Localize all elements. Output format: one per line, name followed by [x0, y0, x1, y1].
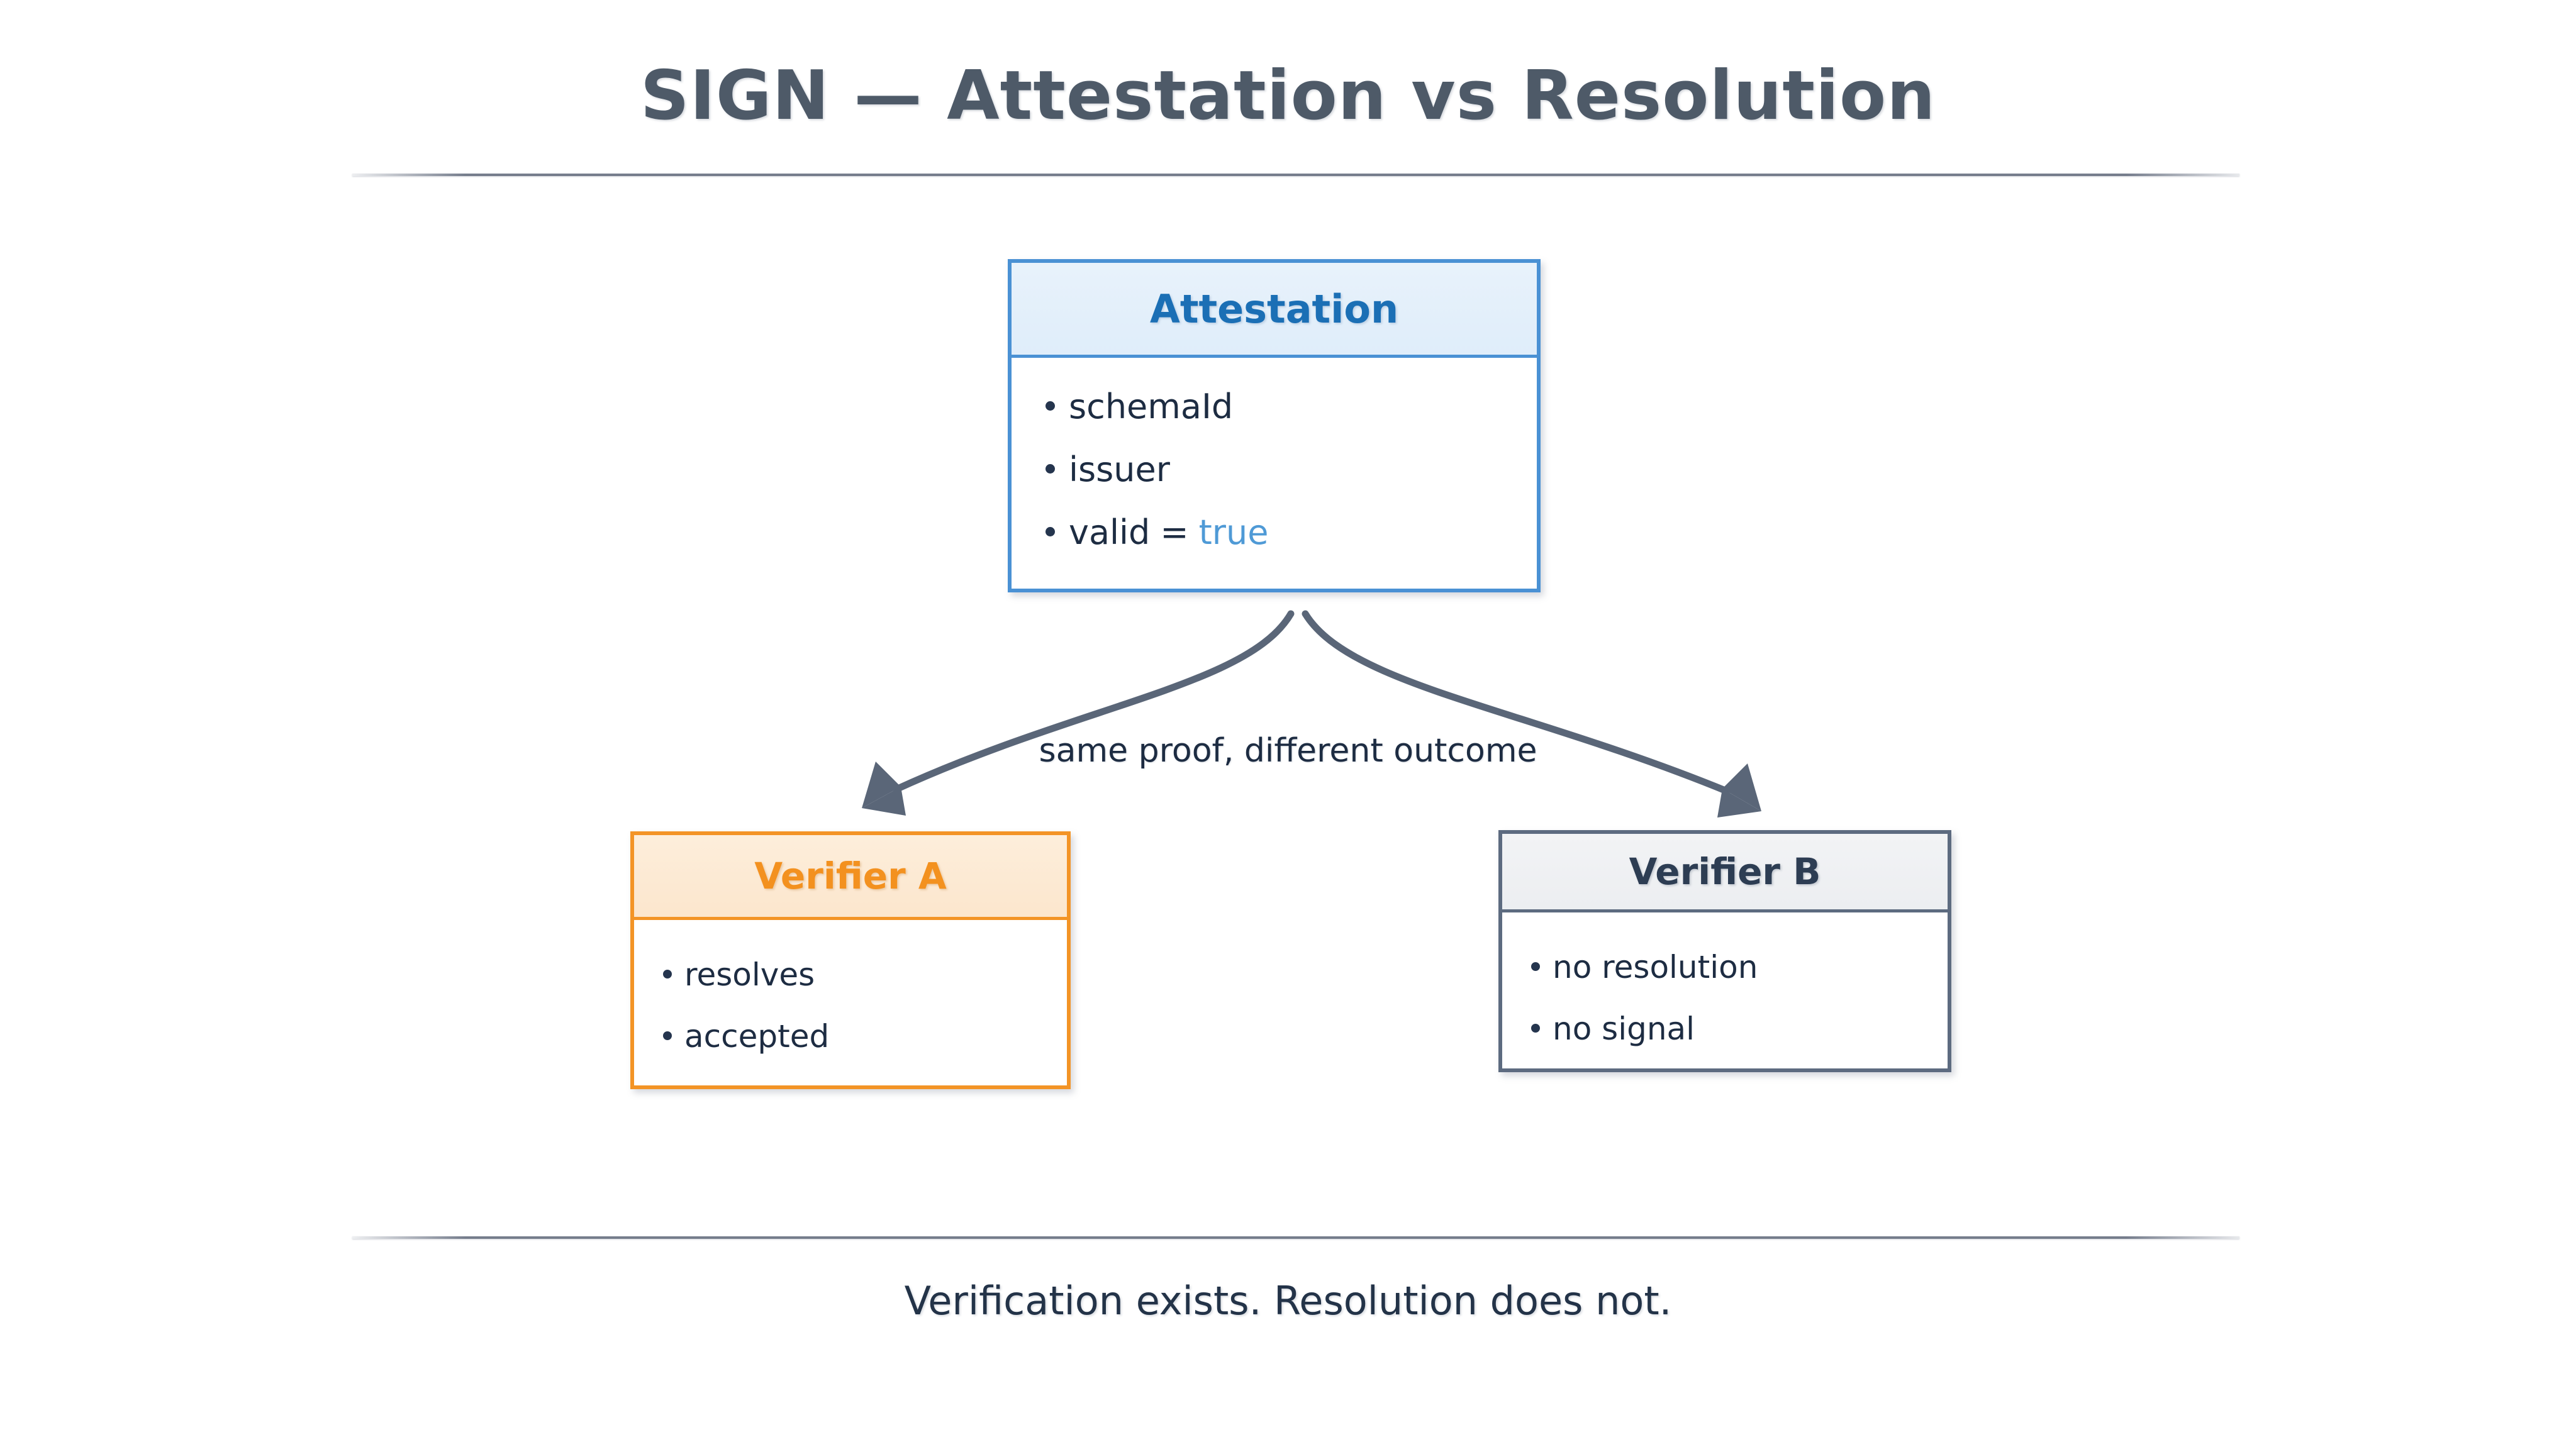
header-divider: [352, 174, 2239, 176]
bullet-icon: [1045, 401, 1055, 411]
page-title: SIGN — Attestation vs Resolution: [640, 57, 1936, 135]
verifier-a-card-body: resolves accepted: [634, 920, 1067, 1086]
verifier-b-card-body: no resolution no signal: [1502, 912, 1948, 1068]
bullet-icon: [1531, 962, 1540, 971]
attestation-item-label: issuer: [1069, 450, 1170, 489]
list-item: issuer: [1045, 438, 1537, 501]
equals-sign: =: [1160, 513, 1189, 552]
list-item: valid = true: [1045, 501, 1537, 564]
list-item: no resolution: [1531, 936, 1948, 998]
bullet-icon: [663, 1031, 672, 1040]
footer-note: Verification exists. Resolution does not…: [904, 1278, 1672, 1324]
verifier-b-card-title: Verifier B: [1502, 834, 1948, 912]
verifier-a-card-title: Verifier A: [634, 835, 1067, 920]
arrow-to-verifier-b: [1302, 610, 1761, 818]
verifier-a-item-label: accepted: [684, 1018, 830, 1055]
attestation-card-title: Attestation: [1012, 263, 1537, 358]
list-item: schemaId: [1045, 375, 1537, 438]
footer-divider: [352, 1236, 2239, 1239]
list-item: no signal: [1531, 998, 1948, 1060]
verifier-a-item-label: resolves: [684, 956, 815, 993]
arrow-caption: same proof, different outcome: [1039, 732, 1537, 770]
bullet-icon: [663, 970, 672, 979]
attestation-card-body: schemaId issuer valid = true: [1012, 358, 1537, 589]
list-item: accepted: [663, 1006, 1067, 1067]
bullet-icon: [1045, 464, 1055, 474]
attestation-item-value: true: [1198, 513, 1269, 552]
verifier-b-item-label: no resolution: [1553, 949, 1758, 985]
verifier-b-card: Verifier B no resolution no signal: [1498, 830, 1951, 1072]
list-item: resolves: [663, 944, 1067, 1006]
verifier-a-card: Verifier A resolves accepted: [630, 831, 1071, 1089]
attestation-card: Attestation schemaId issuer valid = true: [1008, 259, 1541, 592]
bullet-icon: [1531, 1024, 1540, 1033]
verifier-b-item-label: no signal: [1553, 1011, 1695, 1047]
bullet-icon: [1045, 527, 1055, 536]
arrow-to-verifier-a: [862, 610, 1295, 816]
attestation-item-label: valid: [1069, 513, 1151, 552]
attestation-item-label: schemaId: [1069, 387, 1234, 426]
